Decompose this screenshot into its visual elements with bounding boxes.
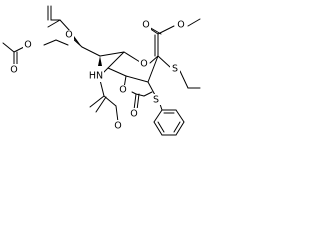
bond (175, 109, 185, 123)
bond (81, 46, 101, 57)
bond (99, 51, 125, 57)
bond (157, 55, 171, 68)
bond (157, 121, 165, 133)
atom-o: O (140, 59, 147, 70)
structure-diagram: O O O O O O S HN O S O O (2, 5, 201, 136)
bond (103, 95, 117, 107)
bond (147, 55, 159, 83)
bond (107, 51, 125, 69)
atom-o: O (65, 30, 72, 41)
atom-s: S (172, 64, 178, 75)
wedge-bond (72, 36, 82, 47)
bond (173, 121, 181, 133)
atom-labels: O O O O O O S HN O S O O (9, 20, 186, 132)
bond (125, 75, 149, 83)
atom-o: O (130, 109, 137, 120)
atom-o: O (114, 121, 121, 132)
bond (43, 39, 57, 46)
atom-o: O (177, 20, 184, 31)
atom-o: O (142, 20, 149, 31)
bond (99, 79, 105, 97)
bond (175, 121, 185, 136)
atom-s: S (153, 95, 159, 106)
bonds (2, 5, 201, 136)
bond (157, 25, 175, 35)
atom-nh: HN (89, 71, 103, 82)
bond (136, 93, 140, 111)
bond (187, 18, 201, 27)
atom-o: O (10, 65, 17, 76)
bond (55, 39, 69, 46)
bond (95, 96, 107, 113)
bond (179, 70, 189, 89)
bond (147, 81, 156, 96)
bond (133, 93, 137, 111)
bond (59, 19, 71, 32)
bond (143, 91, 153, 97)
atom-o: O (24, 40, 31, 51)
stereo-wedges (72, 36, 102, 66)
bond (131, 91, 137, 95)
bond (89, 95, 105, 108)
wedge-bond (98, 56, 102, 66)
bond (115, 105, 119, 123)
bond (47, 19, 61, 28)
atom-o: O (119, 85, 126, 96)
bond (149, 55, 159, 64)
bond (123, 51, 141, 63)
bond (153, 121, 163, 136)
bond (2, 42, 15, 53)
bond (153, 109, 163, 123)
bond (107, 67, 127, 77)
bond (135, 93, 145, 97)
